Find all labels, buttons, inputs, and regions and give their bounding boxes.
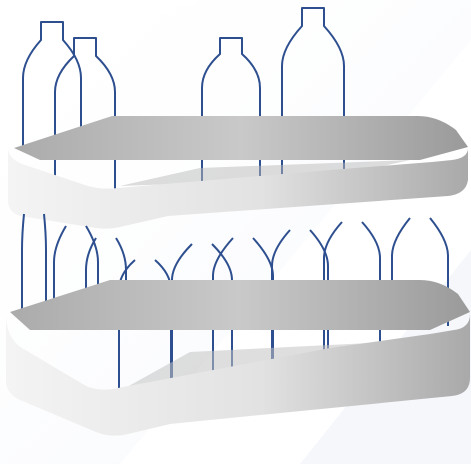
upper-tray-front	[8, 148, 468, 229]
lower-bottle-2	[53, 225, 99, 320]
lower-tray-front	[6, 314, 470, 436]
upper-bottle-2	[54, 37, 116, 190]
lower-tray-top	[10, 280, 470, 330]
upper-bottle-4	[281, 7, 345, 176]
lower-tray	[6, 280, 470, 436]
upper-tray-top	[14, 116, 468, 160]
upper-bottle-1	[22, 21, 82, 150]
upper-tier-bottles	[22, 7, 345, 190]
upper-tray	[8, 116, 468, 229]
lower-tier-bottles	[21, 213, 449, 388]
lower-bottle-9	[391, 217, 449, 326]
lower-bottle-8	[323, 221, 381, 360]
lower-bottle-1	[21, 213, 47, 316]
lower-bottle-5	[171, 243, 233, 384]
upper-bottle-3	[201, 37, 261, 186]
upper-tray-floor	[120, 160, 410, 186]
